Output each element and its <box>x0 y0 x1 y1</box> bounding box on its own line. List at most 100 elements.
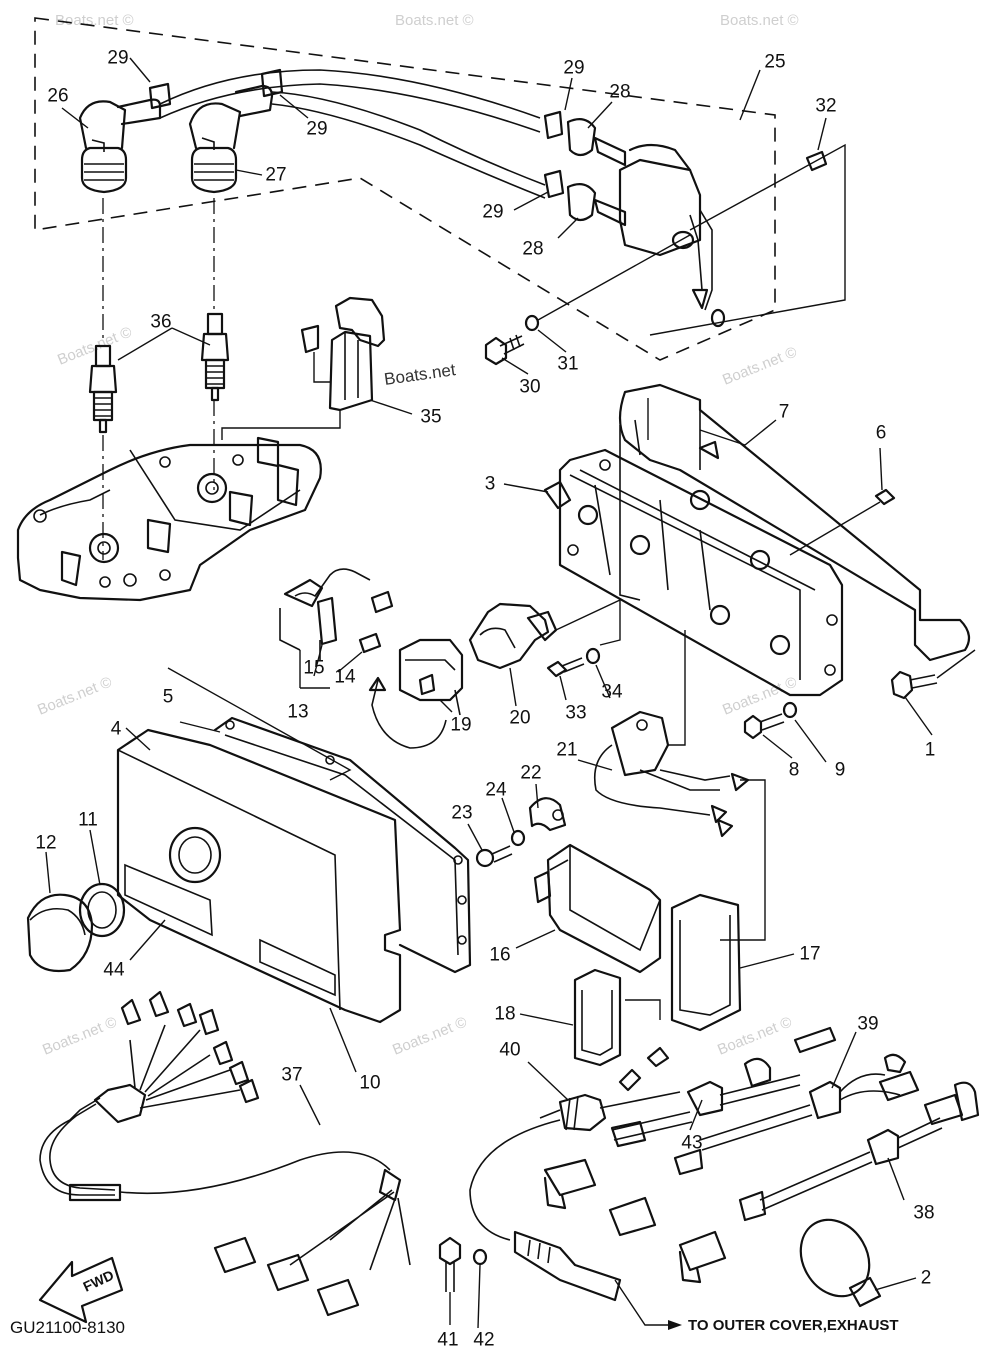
cap-12 <box>26 893 94 973</box>
ignition-coil-group-outline <box>34 17 776 361</box>
ring-11 <box>78 882 126 938</box>
electrical-box-base <box>543 448 844 697</box>
exhaust-note: TO OUTER COVER,EXHAUST <box>688 1317 899 1334</box>
callout-number-2: 2 <box>921 1268 932 1289</box>
screw-6 <box>789 488 896 556</box>
lead-wire-39 <box>608 1053 920 1237</box>
callout-number-20: 20 <box>509 708 530 729</box>
rectifier-regulator <box>533 843 662 974</box>
washer-31 <box>524 314 540 332</box>
watermark: Boats.net © <box>55 12 134 29</box>
callout-number-7: 7 <box>779 402 790 423</box>
callout-number-38: 38 <box>913 1203 934 1224</box>
callout-number-32: 32 <box>815 96 836 117</box>
band-clamp-2 <box>799 1218 882 1308</box>
callout-number-4: 4 <box>111 719 122 740</box>
callout-number-41: 41 <box>437 1330 458 1350</box>
callout-number-3: 3 <box>485 474 496 495</box>
callout-number-21: 21 <box>556 740 577 761</box>
washer-42 <box>472 1248 488 1266</box>
watermark: Boats.net © <box>720 343 799 388</box>
cylinder-head <box>16 410 341 602</box>
watermark: Boats.net © <box>720 12 799 29</box>
bracket-35 <box>300 296 386 412</box>
callout-number-14: 14 <box>334 667 356 688</box>
callout-number-23: 23 <box>451 803 472 824</box>
callout-number-30: 30 <box>519 377 540 398</box>
screw-23 <box>475 845 513 868</box>
watermark: Boats.net <box>383 360 457 389</box>
callout-number-37: 37 <box>281 1065 302 1086</box>
holder-18 <box>573 968 661 1067</box>
watermark: Boats.net © <box>720 673 799 718</box>
callout-number-27: 27 <box>265 165 286 186</box>
callout-number-11: 11 <box>78 810 98 831</box>
lead-wire-43 <box>543 1026 837 1210</box>
callout-number-25: 25 <box>764 52 785 73</box>
callout-number-29: 29 <box>563 58 584 79</box>
callout-number-22: 22 <box>520 763 541 784</box>
ignition-coil <box>543 110 846 336</box>
callout-number-40: 40 <box>499 1040 520 1061</box>
forward-arrow: FWD <box>38 1256 124 1324</box>
callout-number-6: 6 <box>876 423 887 444</box>
callout-number-10: 10 <box>359 1073 380 1094</box>
callout-number-28: 28 <box>522 239 543 260</box>
callout-number-18: 18 <box>494 1004 515 1025</box>
callout-number-1: 1 <box>925 740 936 761</box>
callout-number-12: 12 <box>35 833 56 854</box>
callout-number-29: 29 <box>107 48 128 69</box>
callout-leaders <box>45 57 933 1330</box>
washer-24 <box>510 829 526 847</box>
callout-number-42: 42 <box>473 1330 494 1350</box>
callout-number-28: 28 <box>609 82 630 103</box>
spark-plug-cap-27 <box>188 68 546 199</box>
watermark: Boats.net © <box>40 1013 119 1058</box>
coil-mount-leader <box>537 234 691 321</box>
callout-number-16: 16 <box>489 945 510 966</box>
bolt-8 <box>743 713 785 740</box>
callout-number-31: 31 <box>557 354 578 375</box>
mounting-plate <box>618 383 971 662</box>
callout-number-43: 43 <box>681 1133 702 1154</box>
callout-number-33: 33 <box>565 703 586 724</box>
lead-wire-40 <box>469 1046 681 1302</box>
callout-number-17: 17 <box>799 944 820 965</box>
electrical-box-cover <box>116 728 402 1024</box>
spark-plug-right <box>200 312 230 402</box>
callout-number-26: 26 <box>47 86 68 107</box>
callout-number-34: 34 <box>601 682 623 703</box>
callout-number-19: 19 <box>450 715 471 736</box>
lead-wire-38 <box>678 1081 980 1284</box>
washer-34 <box>585 647 601 665</box>
spark-plug-cap-26 <box>78 69 541 194</box>
callout-number-29: 29 <box>306 119 327 140</box>
callout-number-8: 8 <box>789 760 800 781</box>
callout-number-44: 44 <box>103 960 125 981</box>
watermark: Boats.net © <box>390 1013 469 1058</box>
relay-19 <box>368 638 464 749</box>
watermark: Boats.net © <box>395 12 474 29</box>
bolt-41 <box>438 1236 462 1292</box>
callout-number-29: 29 <box>482 202 503 223</box>
watermark: Boats.net © <box>715 1013 794 1058</box>
washer-9 <box>782 701 798 719</box>
bolt-30 <box>484 334 525 366</box>
callout-number-24: 24 <box>485 780 507 801</box>
diagram-code: GU21100-8130 <box>10 1318 125 1337</box>
watermark: Boats.net © <box>55 323 134 368</box>
cdi-unit <box>593 630 750 838</box>
fuse-holder <box>279 568 394 660</box>
wire-harness-37 <box>39 990 411 1317</box>
screw-33 <box>546 657 585 678</box>
callout-number-13: 13 <box>287 702 308 723</box>
gasket-5 <box>167 667 472 974</box>
callout-number-36: 36 <box>150 312 171 333</box>
spark-plug-left <box>88 344 118 434</box>
bolt-1 <box>890 649 976 700</box>
watermark: Boats.net © <box>35 673 114 718</box>
starter-switch <box>468 598 621 670</box>
